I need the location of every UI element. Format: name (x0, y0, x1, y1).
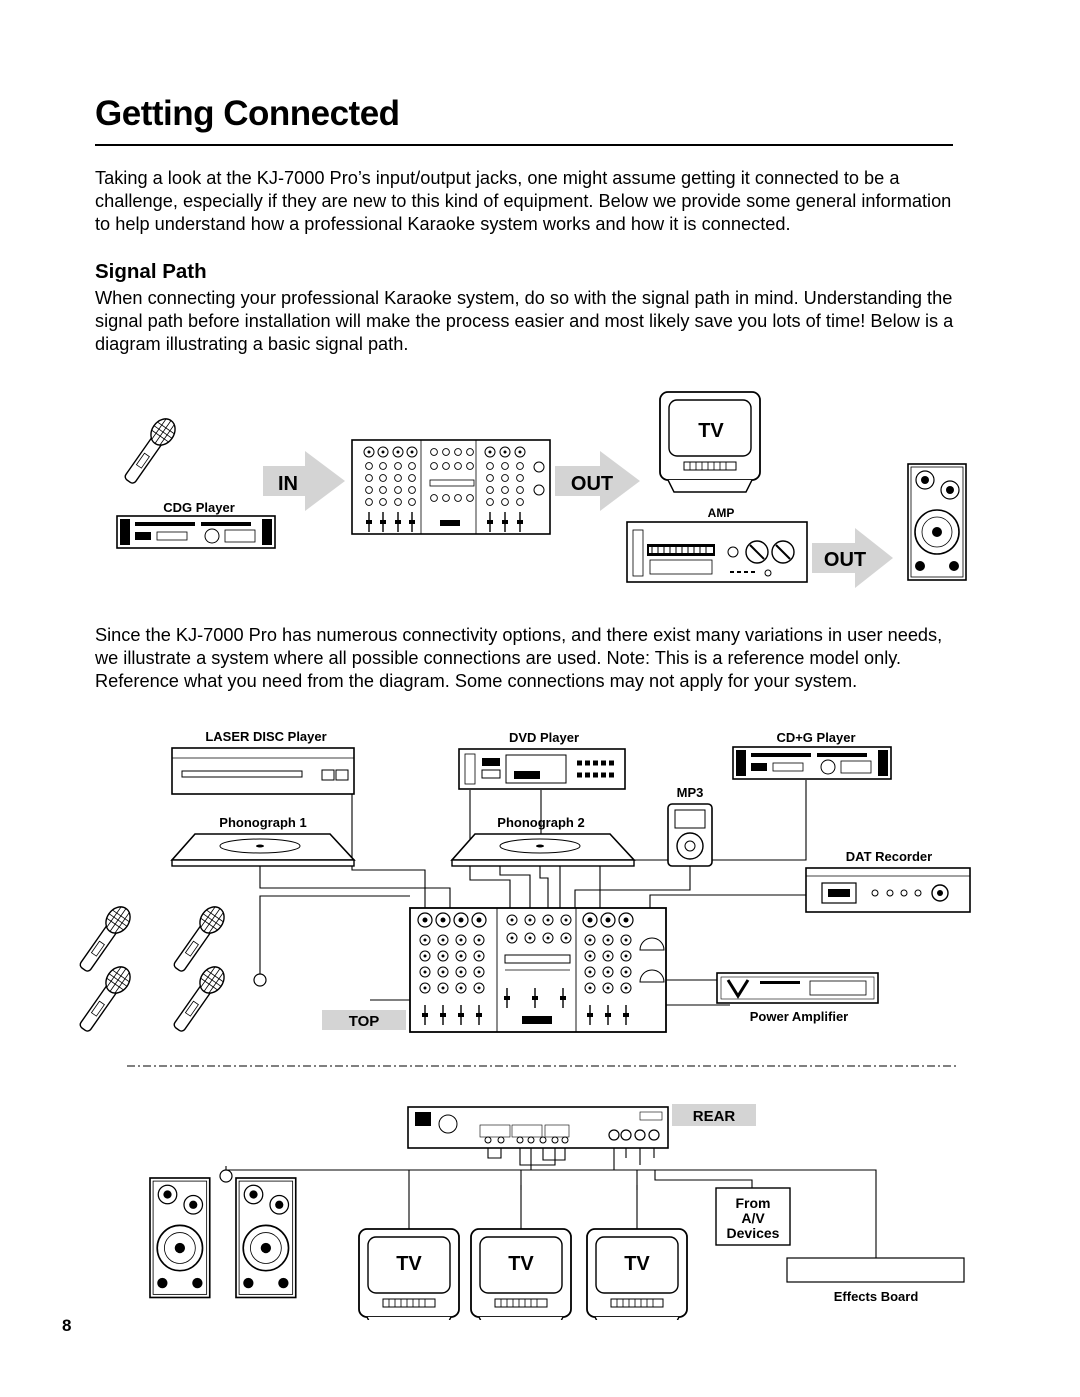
svg-text:IN: IN (278, 473, 298, 495)
rear-label-bg (672, 1104, 756, 1126)
mp3-player (667, 803, 713, 867)
dvd-label: DVD Player (509, 730, 579, 745)
phonograph-1 (170, 833, 356, 867)
effects-board (786, 1257, 965, 1283)
dat-recorder-label: DAT Recorder (846, 849, 932, 864)
connection-wires (225, 780, 877, 1258)
rear-label: REAR (693, 1108, 736, 1125)
top-label: TOP (349, 1013, 380, 1030)
power-amplifier (716, 972, 879, 1004)
out-arrow-amp (812, 528, 893, 588)
svg-text:Devices: Devices (727, 1225, 780, 1241)
laser-disc-player (171, 747, 355, 795)
tv-monitor (659, 391, 761, 493)
mixer-rear-panel (407, 1106, 669, 1149)
top-label-bg (322, 1010, 406, 1030)
speaker-left (149, 1177, 211, 1299)
title-rule (95, 144, 953, 146)
out-arrow-mixer (555, 451, 640, 511)
svg-text:TV: TV (508, 1253, 534, 1275)
svg-text:TV: TV (624, 1253, 650, 1275)
connectivity-paragraph: Since the KJ-7000 Pro has numerous conne… (95, 625, 943, 691)
section-heading-signal-path: Signal Path (95, 260, 207, 283)
phonograph-2-label: Phonograph 2 (497, 815, 584, 830)
from-av-devices-box (715, 1187, 791, 1246)
signal-path-paragraph: When connecting your professional Karaok… (95, 288, 954, 354)
svg-text:OUT: OUT (571, 473, 613, 495)
amplifier (626, 521, 808, 583)
speaker-right (235, 1177, 297, 1299)
mp3-label: MP3 (677, 785, 704, 800)
signal-path-diagram: IN CDG Player OUT TV AMP (116, 391, 967, 588)
effects-board-label: Effects Board (834, 1289, 919, 1304)
cdg-label: CD+G Player (776, 730, 855, 745)
laser-disc-label: LASER DISC Player (205, 729, 326, 744)
svg-text:TV: TV (698, 420, 724, 442)
dvd-player (458, 748, 626, 790)
svg-text:OUT: OUT (824, 549, 866, 571)
dat-recorder (805, 867, 971, 913)
page-number: 8 (62, 1316, 72, 1335)
svg-text:TV: TV (396, 1253, 422, 1275)
amp-label: AMP (708, 506, 735, 520)
svg-text:From: From (736, 1195, 771, 1211)
mixer-top-small (351, 439, 551, 535)
mixer-top-large (409, 907, 667, 1033)
cdg-player-label: CDG Player (163, 500, 235, 515)
intro-paragraph: Taking a look at the KJ-7000 Pro’s input… (95, 168, 952, 234)
in-arrow (263, 451, 345, 511)
svg-text:A/V: A/V (741, 1210, 765, 1226)
speaker-cabinet (907, 463, 967, 581)
full-system-diagram: LASER DISC Player DVD Player CD+G Player… (73, 729, 971, 1320)
phonograph-2 (450, 833, 636, 867)
page-title: Getting Connected (95, 94, 400, 133)
phonograph-1-label: Phonograph 1 (219, 815, 306, 830)
power-amplifier-label: Power Amplifier (750, 1009, 848, 1024)
